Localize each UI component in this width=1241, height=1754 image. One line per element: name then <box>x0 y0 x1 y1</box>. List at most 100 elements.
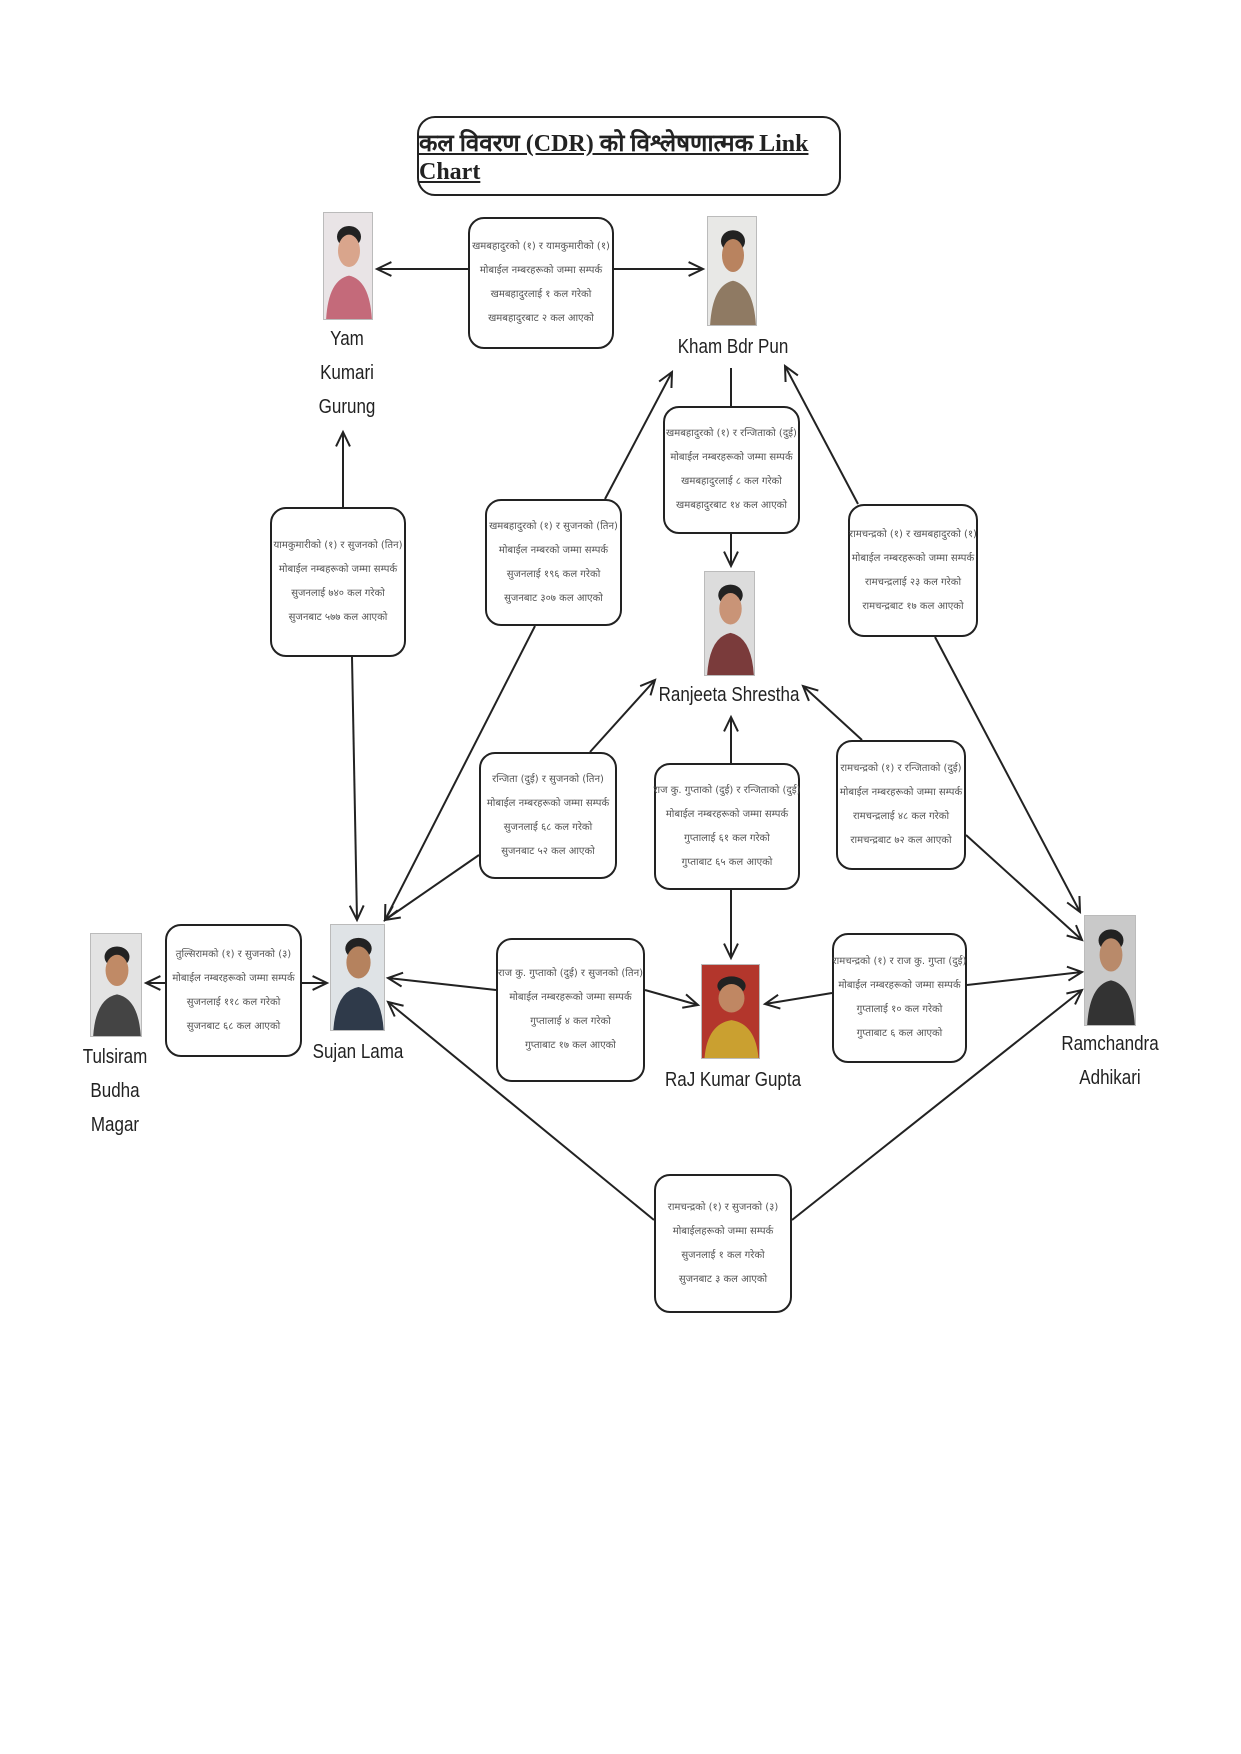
person-portrait-icon <box>710 230 756 325</box>
connector-line <box>802 685 863 741</box>
person-portrait-icon <box>704 976 759 1058</box>
link-text-line: मोबाईल नम्बरको जम्मा सम्पर्क <box>498 544 609 556</box>
arrowhead-icon <box>335 429 351 447</box>
link-text-line: मोबाईलहरूको जम्मा सम्पर्क <box>672 1225 774 1237</box>
connector-line <box>384 625 536 921</box>
link-text-line: खमबहादुरबाट २ कल आएको <box>488 313 594 324</box>
link-text-line: खमबहादुरलाई ८ कल गरेको <box>681 476 782 487</box>
link-box-ram-ranjeeta: रामचन्द्रको (१) र रन्जिताको (दुई) मोबाईल … <box>836 740 966 870</box>
link-text-line: रामचन्द्रको (१) र खमबहादुरको (१) <box>849 528 977 540</box>
link-text-line: मोबाईल नम्बरहरूको जम्मा सम्पर्क <box>839 787 963 798</box>
person-portrait-icon <box>93 946 141 1036</box>
link-box-kham-ranjeeta: खमबहादुरको (१) र रन्जिताको (दुई) मोबाईल न… <box>663 406 800 534</box>
arrowhead-icon <box>348 905 365 923</box>
link-text-line: यामकुमारीको (१) र सुजनको (तिन) <box>273 540 403 551</box>
link-text-line: सुजनबाट ३ कल आएको <box>678 1273 768 1285</box>
link-text-line: खमबहादुरबाट १४ कल आएको <box>676 500 787 511</box>
arrowhead-icon <box>385 971 404 988</box>
raj-photo <box>701 964 760 1059</box>
arrowhead-icon <box>1066 895 1082 915</box>
connector-line <box>965 834 1083 941</box>
link-text-line: खमबहादुरको (१) र रन्जिताको (दुई) <box>666 428 797 439</box>
connector-line <box>764 992 833 1005</box>
link-text-line: मोबाईल नम्बरहरूको जम्मा सम्पर्क <box>838 980 961 991</box>
name-line: Ramchandra <box>1061 1033 1159 1055</box>
link-box-yam-sujan: यामकुमारीको (१) र सुजनको (तिन) मोबाईल नम्… <box>270 507 406 657</box>
arrowhead-icon <box>723 943 739 961</box>
link-text-line: खमबहादुरको (१) र यामकुमारीको (१) <box>472 241 610 252</box>
link-text-line: खमबहादुरलाई १ कल गरेको <box>490 289 592 300</box>
link-text-line: मोबाईल नम्बरहरूको जम्मा सम्पर्क <box>172 972 295 984</box>
name-line: Yam <box>330 328 364 350</box>
connector-line <box>351 656 358 921</box>
arrowhead-icon <box>374 261 392 277</box>
name-line: Sujan Lama <box>312 1041 404 1063</box>
link-text-line: रामचन्द्रको (१) र सुजनको (३) <box>667 1201 779 1213</box>
link-text-line: सुजनबाट ३०७ कल आएको <box>504 592 603 604</box>
arrowhead-icon <box>639 678 657 696</box>
link-box-kham-yam: खमबहादुरको (१) र यामकुमारीको (१) मोबाईल न… <box>468 217 614 349</box>
link-text-line: मोबाईल नम्बरहरूको जम्मा सम्पर्क <box>486 797 610 809</box>
link-box-raj-ranjeeta: राज कु. गुप्ताको (दुई) र रन्जिताको (दुई)… <box>653 763 801 890</box>
name-line: Kumari <box>320 362 374 384</box>
name-line: Magar <box>90 1114 140 1136</box>
person-portrait-icon <box>707 584 754 675</box>
link-text-line: रामचन्द्रबाट १७ कल आएको <box>862 600 964 612</box>
link-text-line: रामचन्द्रको (१) र रन्जिताको (दुई) <box>840 763 962 774</box>
connector-line <box>644 989 699 1006</box>
link-box-ram-kham: रामचन्द्रको (१) र खमबहादुरको (१) मोबाईल न… <box>848 504 978 637</box>
arrowhead-icon <box>1066 988 1084 1005</box>
ramchandra-photo <box>1084 915 1136 1026</box>
chart-title: कल विवरण (CDR) को विश्लेषणात्मक Link Cha… <box>419 131 809 185</box>
connector-line <box>589 679 656 753</box>
tulsiram-photo <box>90 933 142 1037</box>
person-portrait-icon <box>1087 929 1135 1025</box>
link-box-raj-sujan: राज कु. गुप्ताको (दुई) र सुजनको (तिन)मोब… <box>496 938 645 1082</box>
link-text-line: मोबाईल नम्बरहरूको जम्मा सम्पर्क <box>851 552 975 564</box>
sujan-name: Sujan Lama <box>305 1035 412 1069</box>
link-box-ranjeeta-sujan: रन्जिता (दुई) र सुजनको (तिन)मोबाईल नम्बर… <box>479 752 617 879</box>
connector-line <box>387 977 497 991</box>
link-box-tulsi-sujan: तुल्सिरामको (१) र सुजनको (३)मोबाईल नम्बर… <box>165 924 302 1057</box>
person-portrait-icon <box>333 937 384 1030</box>
arrowhead-icon <box>1066 965 1085 982</box>
name-line: Budha <box>90 1080 140 1102</box>
name-line: RaJ Kumar Gupta <box>664 1069 802 1091</box>
connector-line <box>791 989 1083 1221</box>
link-text-line: सुजनलाई ११८ कल गरेको <box>186 996 281 1008</box>
arrowhead-icon <box>143 975 161 991</box>
yam-photo <box>323 212 373 320</box>
ranjeeta-photo <box>704 571 755 676</box>
arrowhead-icon <box>658 369 674 389</box>
person-portrait-icon <box>326 225 372 319</box>
link-text-line: राज कु. गुप्ताको (दुई) र रन्जिताको (दुई) <box>653 784 801 796</box>
link-text-line: सुजनबाट ६८ कल आएको <box>186 1020 281 1032</box>
arrowhead-icon <box>801 684 819 702</box>
link-text-line: रामचन्द्रलाई २३ कल गरेको <box>864 576 962 588</box>
raj-name: RaJ Kumar Gupta <box>653 1063 813 1097</box>
link-text-line: गुप्ताबाट ६५ कल आएको <box>681 856 773 868</box>
name-line: Ranjeeta Shrestha <box>658 684 800 706</box>
sujan-photo <box>330 924 385 1031</box>
connector-line <box>604 371 673 500</box>
arrowhead-icon <box>312 975 330 991</box>
connector-line <box>934 636 1081 913</box>
arrowhead-icon <box>1066 924 1084 942</box>
link-text-line: मोबाईल नम्बरहरूको जम्मा सम्पर्क <box>479 265 603 276</box>
link-text-line: गुप्तालाई १० कल गरेको <box>856 1004 943 1015</box>
link-text-line: मोबाईल नम्बहरूको जम्मा सम्पर्क <box>278 564 398 575</box>
link-text-line: राज कु. गुप्ताको (दुई) र सुजनको (तिन) <box>497 968 644 979</box>
link-text-line: सुजनलाई १ कल गरेको <box>681 1249 765 1261</box>
link-text-line: मोबाईल नम्बरहरूको जम्मा सम्पर्क <box>670 452 793 463</box>
chart-title-box: कल विवरण (CDR) को विश्लेषणात्मक Link Cha… <box>417 116 841 196</box>
kham-name: Kham Bdr Pun <box>668 330 798 364</box>
link-text-line: रामचन्द्रलाई ४८ कल गरेको <box>852 811 950 822</box>
arrowhead-icon <box>762 993 781 1010</box>
connector-line <box>784 365 859 505</box>
arrowhead-icon <box>386 1000 404 1017</box>
connector-line <box>384 854 480 921</box>
